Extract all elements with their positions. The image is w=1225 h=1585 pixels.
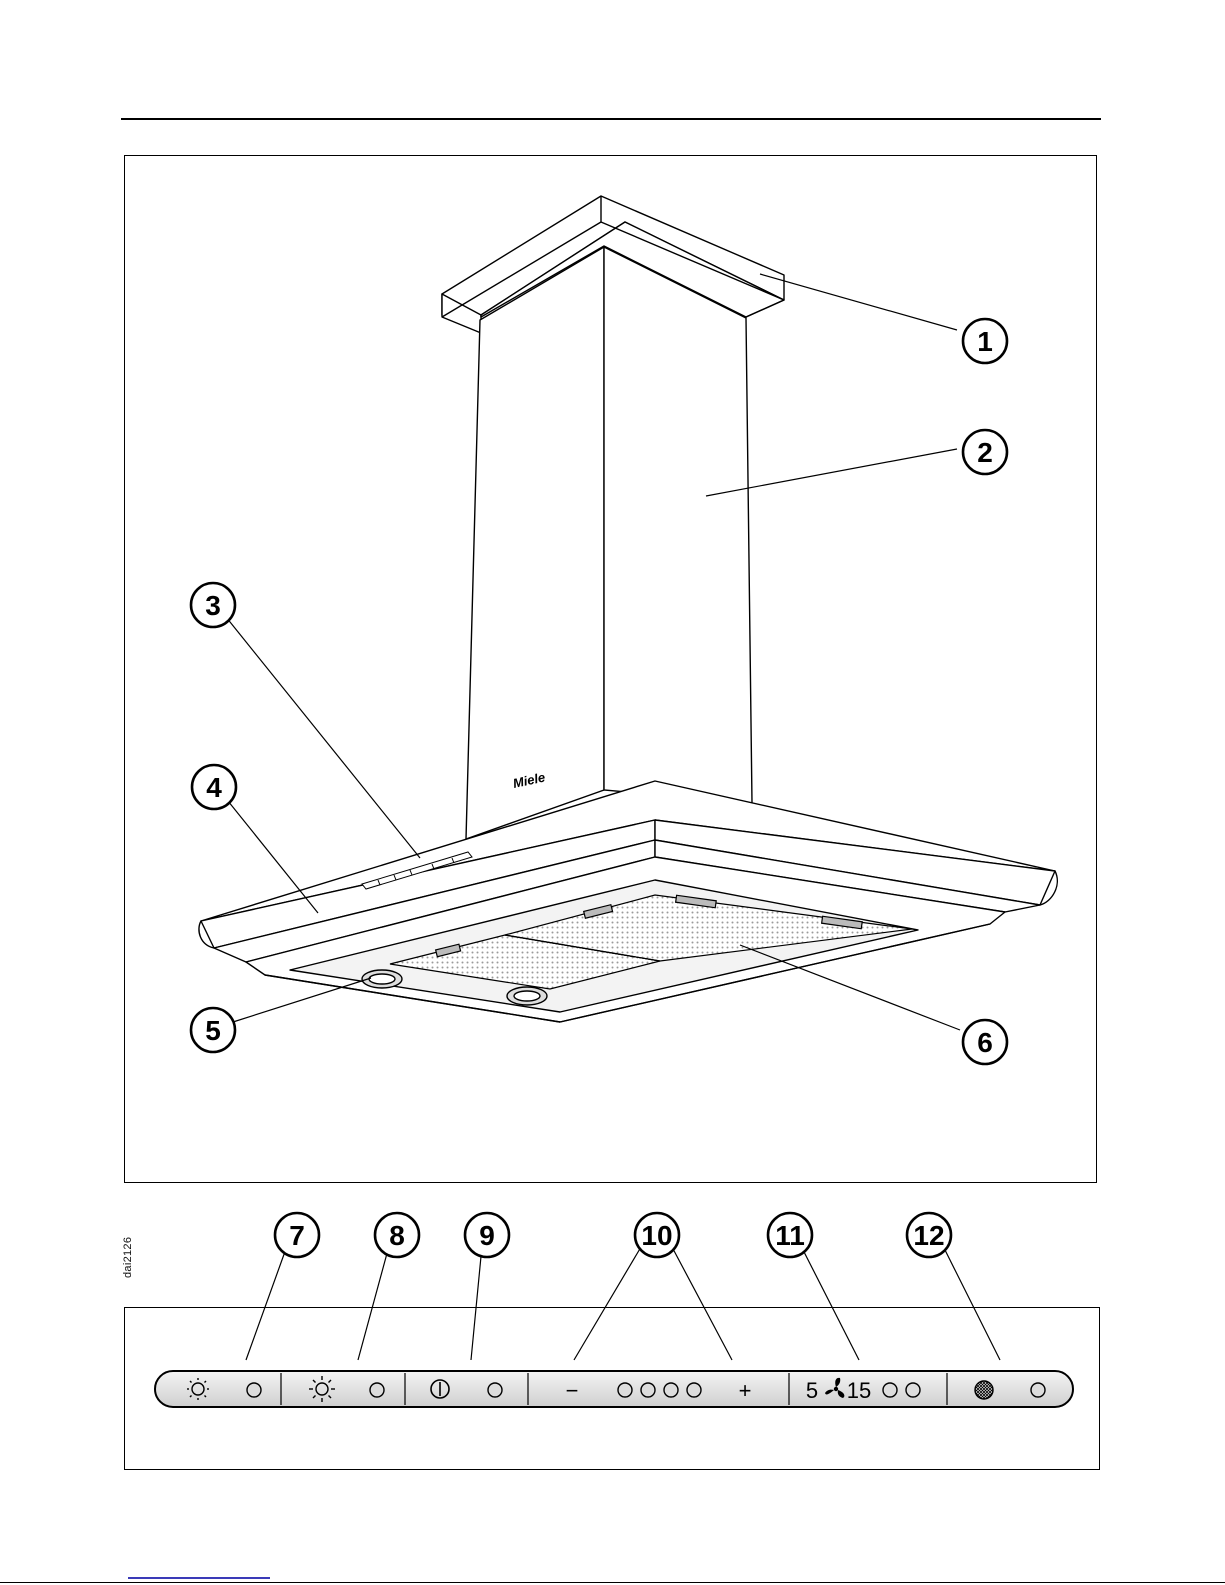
svg-text:10: 10 (641, 1220, 672, 1251)
callout-1: 1 (963, 319, 1007, 363)
timer-5-label: 5 (806, 1378, 818, 1403)
svg-text:11: 11 (775, 1220, 805, 1251)
svg-text:6: 6 (977, 1027, 993, 1058)
callout-12: 12 (907, 1213, 951, 1257)
light-button[interactable] (370, 1383, 384, 1397)
bottom-rule (0, 1582, 1225, 1583)
callout-3: 3 (191, 583, 235, 627)
footer-link-underline (128, 1577, 270, 1579)
power-button[interactable] (488, 1383, 502, 1397)
svg-text:5: 5 (205, 1015, 221, 1046)
callout-6: 6 (963, 1020, 1007, 1064)
callout-2: 2 (963, 430, 1007, 474)
callout-8: 8 (375, 1213, 419, 1257)
svg-text:1: 1 (977, 326, 993, 357)
svg-text:8: 8 (389, 1220, 405, 1251)
plus-icon[interactable]: + (739, 1378, 752, 1403)
filter-icon (975, 1381, 993, 1399)
callout-10: 10 (635, 1213, 679, 1257)
svg-text:12: 12 (913, 1220, 944, 1251)
svg-text:7: 7 (289, 1220, 305, 1251)
svg-text:4: 4 (206, 772, 222, 803)
timer-15-label: 15 (847, 1378, 871, 1403)
callout-5: 5 (191, 1008, 235, 1052)
minus-icon[interactable]: − (566, 1378, 579, 1403)
timer-button-b[interactable] (906, 1383, 920, 1397)
filter-button[interactable] (1031, 1383, 1045, 1397)
light-dim-button[interactable] (247, 1383, 261, 1397)
callout-7: 7 (275, 1213, 319, 1257)
timer-button-a[interactable] (883, 1383, 897, 1397)
chimney-column (466, 247, 752, 839)
callout-4: 4 (192, 765, 236, 809)
control-panel: − + 5 15 (155, 1371, 1073, 1407)
svg-text:9: 9 (479, 1220, 495, 1251)
svg-text:2: 2 (977, 437, 993, 468)
svg-text:3: 3 (205, 590, 221, 621)
callout-11: 11 (768, 1213, 812, 1257)
hood-canopy (199, 781, 1057, 1022)
callout-9: 9 (465, 1213, 509, 1257)
